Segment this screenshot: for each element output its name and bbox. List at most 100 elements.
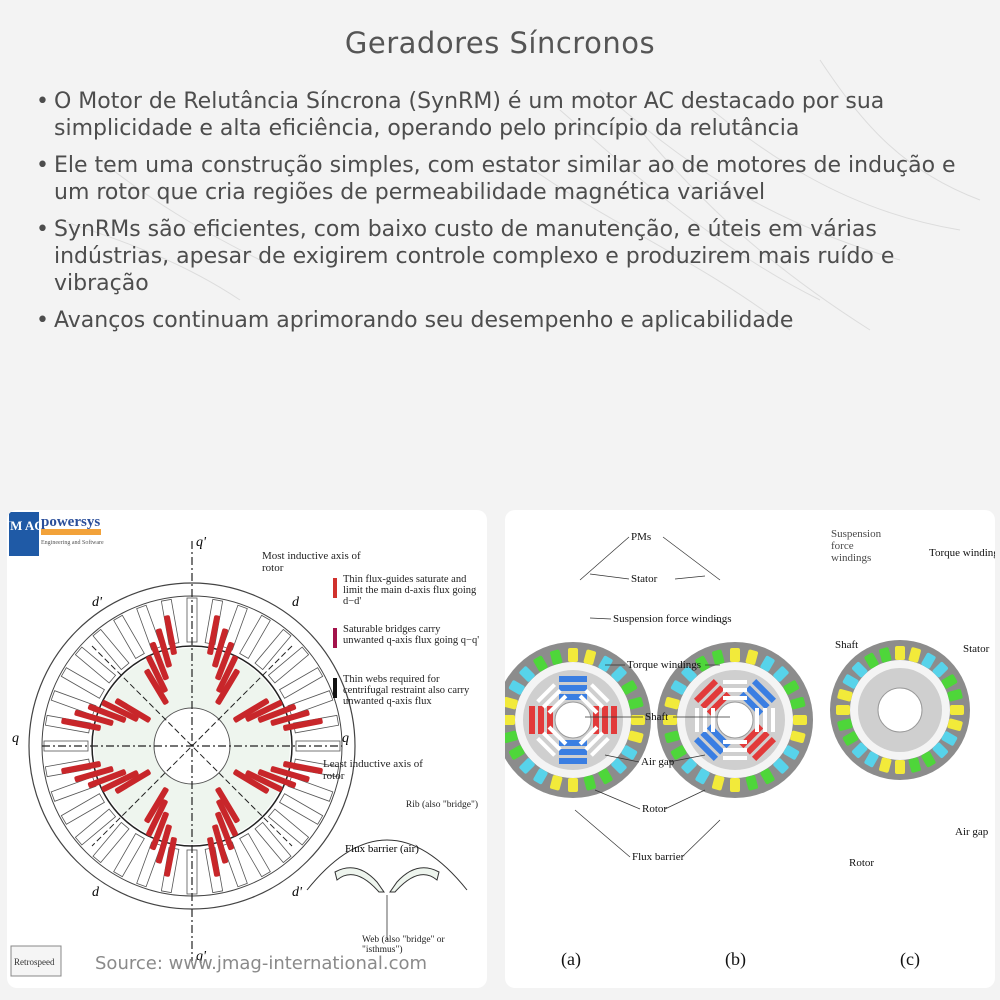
flux-guide — [207, 615, 220, 655]
winding-coil — [621, 745, 638, 760]
bullet-dot: • — [36, 308, 49, 333]
flux-barrier-slot — [547, 725, 568, 746]
flux-barrier-slot — [723, 748, 747, 752]
least-inductive-text: Least inductive axis of rotor — [323, 758, 423, 782]
permanent-magnet — [538, 706, 544, 734]
flux-guide — [61, 761, 101, 774]
winding-coil — [790, 730, 806, 744]
winding-coil — [508, 745, 525, 760]
flux-barrier-slot — [723, 680, 747, 684]
least-inductive-label: Least inductive axis of rotor — [323, 758, 423, 782]
winding-coil — [879, 757, 892, 773]
labels-ab: PMs Stator Suspension force windings Tor… — [613, 531, 732, 863]
winding-coil — [505, 730, 518, 744]
winding-coil — [941, 674, 958, 689]
flux-guide — [101, 700, 139, 722]
permanent-magnet — [611, 706, 617, 734]
flux-guide — [283, 761, 323, 774]
permanent-magnet — [700, 730, 725, 755]
most-inductive-text: Most inductive axis of rotor — [262, 550, 361, 574]
retrospeed-logo: Retrospeed — [10, 945, 62, 977]
web-text: Web (also "bridge" or "isthmus") — [362, 935, 445, 955]
stator-slot — [239, 614, 271, 659]
winding-coil — [947, 689, 963, 702]
flux-guide — [233, 769, 270, 794]
motor-a — [505, 642, 651, 798]
winding-coil — [783, 680, 800, 695]
flux-guide — [150, 811, 169, 851]
winding-coil — [783, 745, 800, 760]
most-inductive-label: Most inductive axis of rotor — [262, 550, 361, 574]
captions: (a) (b) (c) — [561, 949, 920, 970]
winding-coil — [695, 655, 710, 672]
winding-coil — [921, 751, 936, 768]
axis-d-br: d' — [292, 885, 303, 900]
winding-coil — [519, 758, 535, 774]
logo-tag: Engineering and Software — [41, 539, 104, 546]
flux-guide — [150, 641, 169, 681]
flux-guide — [144, 787, 169, 824]
stator-slot — [60, 793, 105, 825]
winding-coil — [773, 666, 789, 682]
flux-barrier-slot — [723, 740, 747, 744]
page-title: Geradores Síncronos — [344, 26, 656, 60]
flux-barrier-slot — [536, 683, 557, 704]
permanent-magnet — [693, 736, 719, 762]
bullet-text: SynRMs são eficientes, com baixo custo d… — [54, 217, 895, 296]
bullet-item: •Ele tem uma construção simples, com est… — [36, 152, 966, 206]
label-c-airgap: Air gap — [955, 826, 989, 838]
flux-guide — [233, 698, 270, 723]
winding-coil — [505, 715, 515, 725]
logo-brand: powersys — [41, 514, 100, 530]
label-c-suspension: Suspension force windings — [831, 528, 882, 564]
flux-guide — [212, 824, 229, 864]
flux-guide — [215, 811, 234, 851]
permanent-magnet — [751, 736, 777, 762]
permanent-magnet — [559, 685, 587, 691]
flux-guide — [283, 718, 323, 731]
flux-barriers — [61, 615, 323, 877]
winding-coil — [864, 751, 879, 768]
winding-coil — [628, 696, 644, 710]
flux-barrier-slot — [589, 736, 610, 757]
legend-item-2: Saturable bridges carry unwanted q-axis … — [343, 624, 480, 646]
shaft — [554, 701, 592, 739]
winding-coil — [598, 768, 613, 785]
winding-coil — [670, 745, 687, 760]
stator-slot — [74, 808, 117, 846]
winding-coil — [663, 715, 677, 725]
synrm-rotor-figure: JM AG powersys Engineering and Software … — [7, 510, 487, 988]
winding-coil — [895, 760, 905, 774]
flux-guide — [87, 704, 127, 723]
winding-coil — [773, 758, 789, 774]
bullet-dot: • — [36, 217, 49, 242]
axis-q-left: q — [12, 731, 19, 746]
winding-coil — [583, 775, 597, 791]
axis-d-bl: d — [92, 885, 100, 900]
winding-coil — [611, 666, 627, 682]
flux-barrier-slot — [578, 694, 599, 715]
flux-guide — [257, 769, 297, 788]
stator-slot — [267, 646, 310, 684]
flux-guide — [270, 709, 310, 726]
caption-b: (b) — [725, 949, 746, 970]
flux-guide — [257, 704, 297, 723]
winding-coil — [745, 649, 759, 665]
winding-coil — [842, 731, 859, 746]
stator-slot — [113, 614, 145, 659]
winding-coil — [947, 718, 963, 731]
flux-guide — [74, 709, 114, 726]
label-suspension: Suspension force windings — [613, 613, 732, 625]
permanent-magnet — [559, 694, 587, 700]
legend-item-3: Thin webs required for centrifugal restr… — [343, 674, 470, 707]
permanent-magnet — [751, 678, 777, 704]
flux-barrier-slot — [547, 694, 568, 715]
permanent-magnet — [559, 749, 587, 755]
flux-barrier-slot — [723, 696, 747, 700]
stator-slot — [74, 646, 117, 684]
caption-c: (c) — [900, 949, 920, 970]
flux-guide — [245, 770, 283, 792]
winding-coil — [611, 758, 627, 774]
winding-coil — [508, 680, 525, 695]
